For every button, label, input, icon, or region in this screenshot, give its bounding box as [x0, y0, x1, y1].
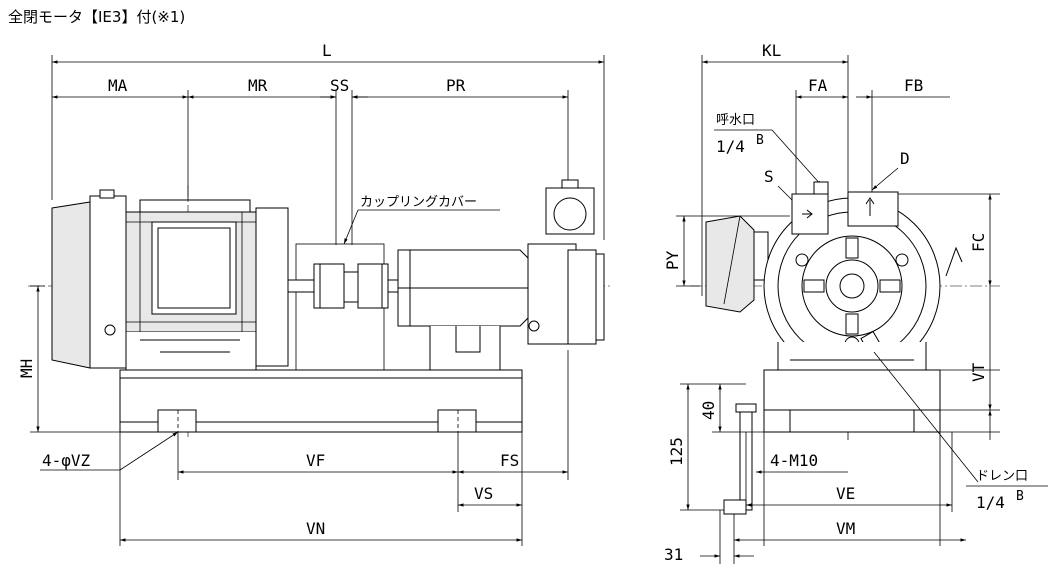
label-S: S	[764, 167, 774, 186]
dim-PY: PY	[663, 250, 682, 270]
dim-FC: FC	[969, 233, 988, 252]
dim-VE: VE	[836, 484, 855, 503]
dim-31: 31	[664, 545, 683, 564]
dim-MA: MA	[108, 76, 128, 95]
dim-VS: VS	[474, 484, 493, 503]
label-drain-size: 1/4	[976, 493, 1005, 512]
dim-FA: FA	[808, 76, 828, 95]
dim-MR: MR	[248, 76, 268, 95]
dim-VF: VF	[306, 451, 325, 470]
dim-VZ: 4-φVZ	[42, 451, 91, 470]
dim-FS: FS	[500, 451, 519, 470]
side-view: L MA MR SS PR MH	[17, 41, 610, 546]
dim-FB: FB	[904, 76, 923, 95]
dim-VN: VN	[306, 519, 325, 538]
casing-bolts	[795, 237, 909, 352]
dim-KL: KL	[762, 41, 781, 60]
label-drain-sup: B	[1016, 489, 1024, 504]
dim-VT: VT	[969, 362, 988, 382]
dim-SS: SS	[330, 76, 349, 95]
label-D: D	[900, 149, 910, 168]
dim-M10: 4-M10	[770, 451, 818, 470]
dim-VM: VM	[836, 519, 855, 538]
dim-MH: MH	[17, 359, 36, 378]
label-coupling-cover: カップリングカバー	[360, 195, 477, 210]
label-priming-size: 1/4	[716, 137, 745, 156]
label-priming-sup: B	[756, 133, 764, 148]
dim-L: L	[322, 41, 332, 60]
drawing-title: 全閉モータ【IE3】付(※1)	[8, 8, 185, 26]
label-priming-port: 呼水口	[716, 113, 755, 128]
dim-125: 125	[667, 437, 686, 466]
dim-PR: PR	[446, 76, 466, 95]
front-view: KL FA FB 呼水口 1/4 B S D PY FC	[663, 41, 1048, 564]
label-drain: ドレン口	[976, 469, 1028, 484]
dim-40: 40	[699, 401, 718, 420]
